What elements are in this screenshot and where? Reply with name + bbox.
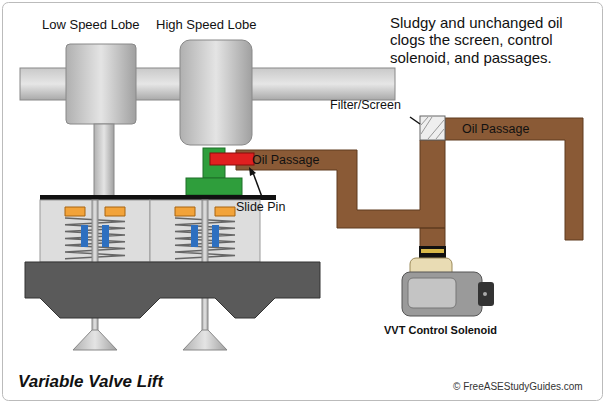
watermark: © FreeASEStudyGuides.com xyxy=(453,381,583,393)
part-label: VVT Control Solenoid xyxy=(384,324,497,337)
slide-pin xyxy=(210,153,254,165)
vvt-control-solenoid xyxy=(402,246,494,316)
high-speed-lobe xyxy=(180,40,252,145)
part-label: Low Speed Lobe xyxy=(42,18,140,33)
oil-passage xyxy=(236,118,583,248)
cylinder-head xyxy=(25,262,320,318)
note: Sludgy and unchanged oil clogs the scree… xyxy=(390,14,595,66)
part-label: Oil Passage xyxy=(462,122,529,136)
part-label: Slide Pin xyxy=(236,200,285,214)
filter-screen xyxy=(420,116,445,140)
part-label: Filter/Screen xyxy=(330,98,401,112)
low-follower xyxy=(94,124,114,196)
diagram-title: Variable Valve Lift xyxy=(18,372,163,392)
frame xyxy=(3,3,603,401)
leader-line xyxy=(410,117,420,124)
rocker-bar xyxy=(40,195,276,200)
part-label: High Speed Lobe xyxy=(156,18,256,33)
high-follower-base xyxy=(186,178,242,195)
low-speed-lobe xyxy=(66,44,136,124)
part-label: Oil Passage xyxy=(252,153,319,167)
